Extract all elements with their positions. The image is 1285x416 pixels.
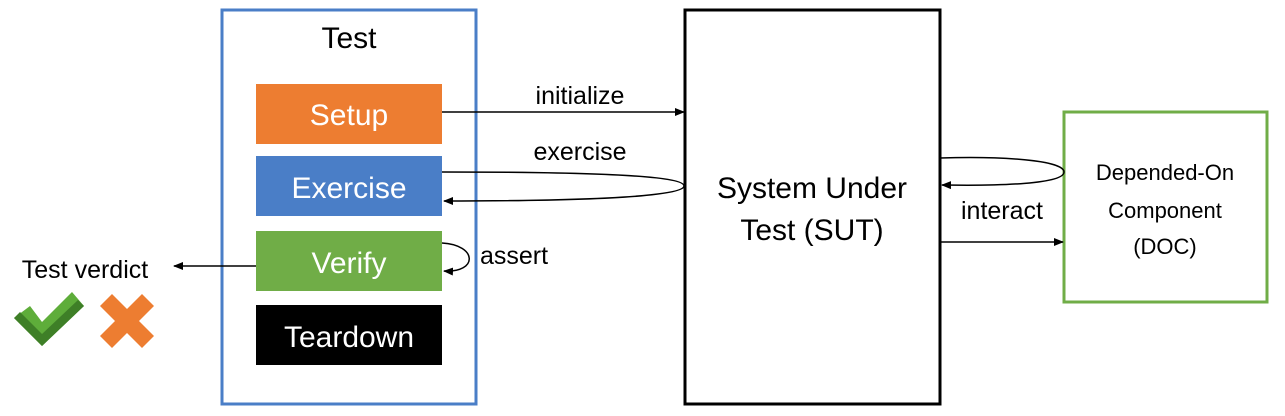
cross-icon — [100, 294, 154, 348]
doc-label-line1: Depended-On — [1096, 160, 1234, 185]
verify-box — [256, 231, 442, 291]
doc-label-line2: Component — [1108, 198, 1222, 223]
doc-return-arrow — [939, 156, 1065, 190]
sut-box — [683, 8, 942, 406]
test-title: Test — [321, 22, 377, 55]
setup-phase: Setup — [256, 84, 442, 144]
exercise-arrow — [441, 171, 685, 205]
teardown-label: Teardown — [284, 321, 414, 354]
doc-label-line3: (DOC) — [1133, 234, 1197, 259]
sut-label-line2: Test (SUT) — [740, 214, 883, 247]
test-container — [220, 8, 478, 406]
teardown-box — [256, 305, 442, 365]
doc-box — [1062, 110, 1269, 304]
exercise-label: Exercise — [291, 172, 406, 205]
exercise-box — [256, 156, 442, 216]
verify-phase: Verify — [256, 231, 442, 291]
verify-label: Verify — [311, 247, 386, 280]
setup-box — [256, 84, 442, 144]
setup-label: Setup — [310, 99, 388, 132]
interact-label: interact — [961, 197, 1043, 225]
assert-arrow — [441, 242, 470, 276]
teardown-phase: Teardown — [256, 305, 442, 365]
verdict-label: Test verdict — [22, 256, 148, 284]
checkmark-icon — [14, 292, 84, 346]
exercise-edge-label: exercise — [533, 138, 626, 166]
sut-label-line1: System Under — [717, 172, 907, 205]
assert-label: assert — [480, 242, 548, 270]
exercise-phase: Exercise — [256, 156, 442, 216]
initialize-label: initialize — [536, 82, 625, 110]
